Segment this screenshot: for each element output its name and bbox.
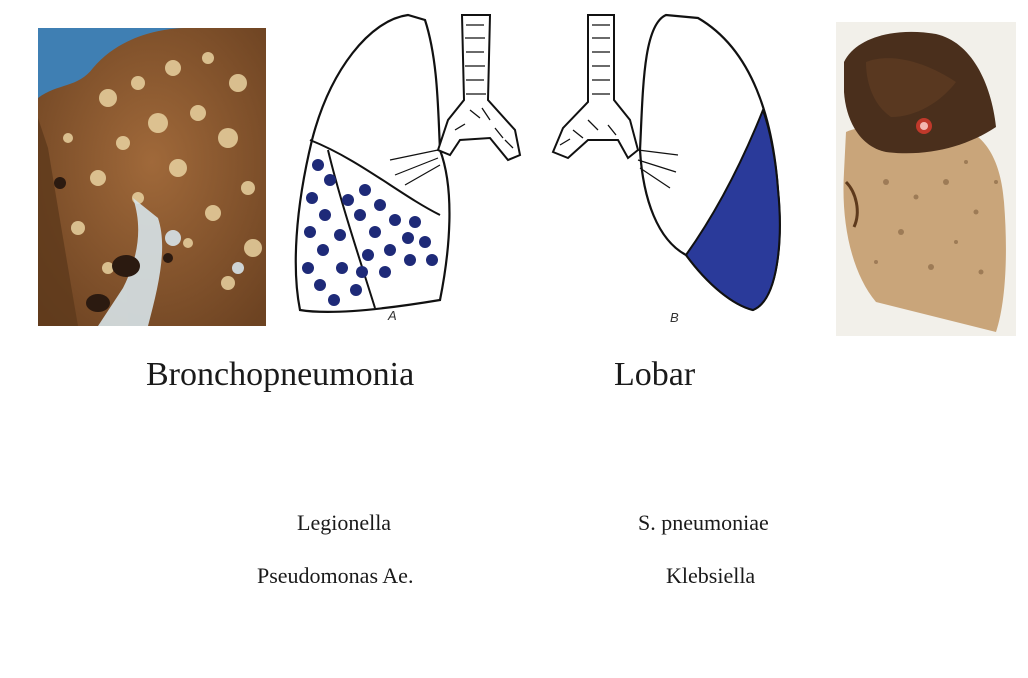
right-organism-1: S. pneumoniae: [638, 510, 769, 535]
diagram-a-letter: A: [388, 308, 397, 323]
lobar-specimen-photo: [836, 22, 1016, 336]
left-organism-2: Pseudomonas Ae.: [257, 563, 414, 588]
lobar-lung-diagram: B: [548, 10, 788, 326]
diagram-b-letter: B: [670, 310, 679, 325]
bronchopneumonia-lung-diagram: A: [290, 10, 526, 326]
lobar-title: Lobar: [614, 356, 696, 393]
bronchopneumonia-title: Bronchopneumonia: [146, 356, 415, 393]
right-organism-2: Klebsiella: [666, 563, 756, 588]
left-organism-1: Legionella: [297, 510, 392, 535]
bronchopneumonia-specimen-photo: [38, 28, 266, 326]
